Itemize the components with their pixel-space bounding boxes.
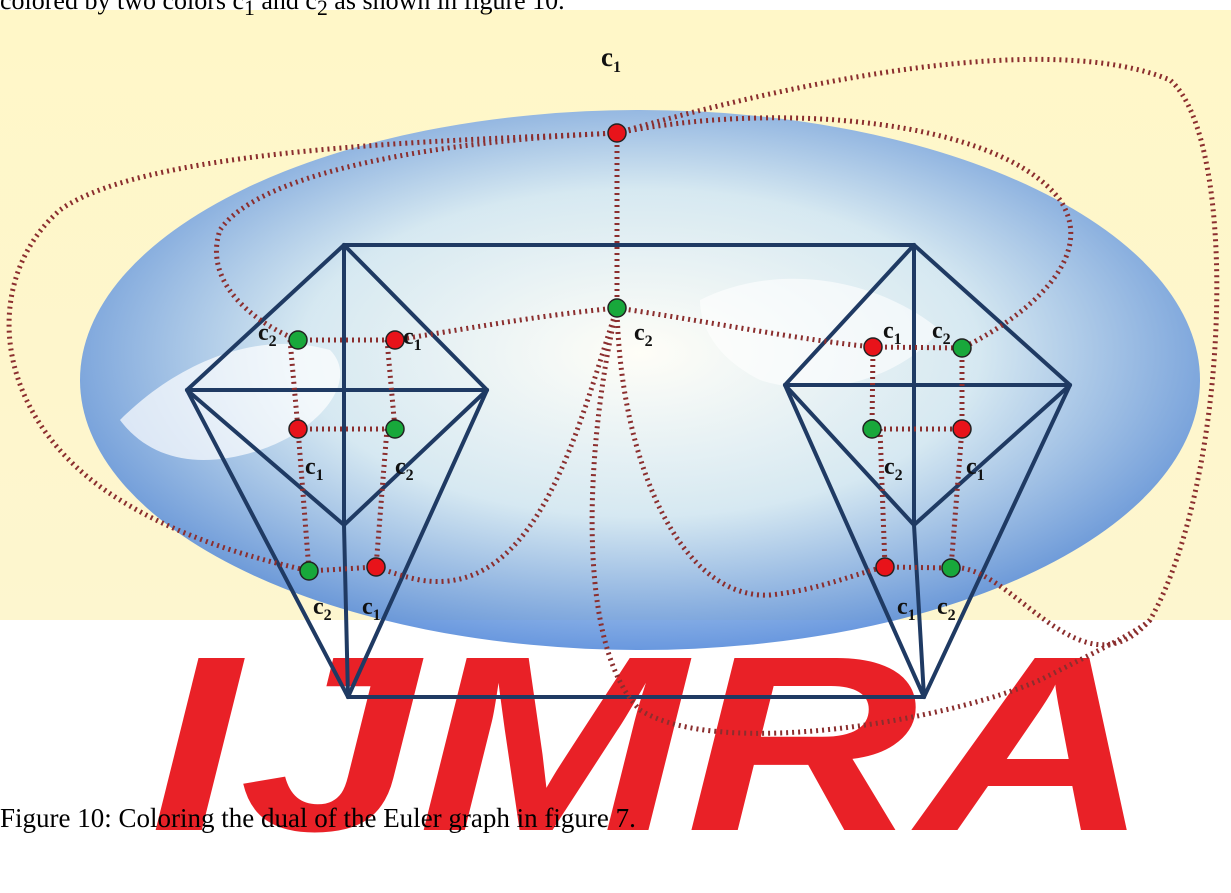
vertex-c1 <box>863 337 883 357</box>
vertex-c1 <box>385 330 405 350</box>
intro-text-middle: and c <box>254 0 317 15</box>
vertex-c2 <box>288 330 308 350</box>
intro-text-before: colored by two colors c <box>0 0 245 15</box>
vertex-c1 <box>366 557 386 577</box>
dual-vertices <box>288 123 972 581</box>
graph-edge <box>783 383 916 527</box>
dual-edge-inner-loop <box>616 115 1074 351</box>
intro-text-after: as shown in figure 10. <box>327 0 565 15</box>
dual-graph <box>6 56 1220 736</box>
dual-edge <box>877 428 888 568</box>
label-c2-center: c2 <box>634 320 653 350</box>
graph-edge <box>922 383 1072 699</box>
vertex-c2 <box>385 419 405 439</box>
vertex-c2 <box>299 561 319 581</box>
label-c2-left-top: c2 <box>258 320 277 350</box>
graph-edge <box>185 388 350 699</box>
graph-edge <box>912 243 1072 387</box>
ijmra-watermark: IJMRA <box>0 10 1231 883</box>
graph-edge <box>342 243 489 392</box>
intro-subscript-1: 1 <box>244 0 255 21</box>
vertex-c2 <box>607 298 627 318</box>
graph-edge <box>346 388 489 699</box>
graph-edge <box>783 243 916 387</box>
dual-edge-bottom-arc <box>589 307 1152 736</box>
graph-edge <box>185 243 346 392</box>
vertex-c1 <box>607 123 627 143</box>
intro-subscript-2: 2 <box>316 0 328 21</box>
label-c1-left-top: c1 <box>403 324 422 354</box>
dual-edge <box>616 305 874 350</box>
graph-edge <box>912 523 926 699</box>
vertex-c1 <box>288 419 308 439</box>
dual-edge-inner-loop <box>214 130 618 343</box>
vertex-c1 <box>875 557 895 577</box>
vertex-c2 <box>862 419 882 439</box>
dual-edge-outer-loop <box>6 130 618 574</box>
label-c1-right-bottom: c1 <box>897 594 916 624</box>
graph-edge <box>342 523 350 699</box>
label-c1-right-top: c1 <box>883 318 902 348</box>
label-c2-right-top: c2 <box>932 318 951 348</box>
vertex-c2 <box>952 338 972 358</box>
figure-caption: Figure 10: Coloring the dual of the Eule… <box>0 803 636 833</box>
watermark-letters: IJMRA <box>150 604 1150 883</box>
label-c1-top: c1 <box>601 42 621 76</box>
label-c1-left-mid: c1 <box>305 454 324 484</box>
graph-edge <box>185 388 346 527</box>
dual-edge <box>869 346 876 430</box>
intro-sentence-fragment: colored by two colors c1 and c2 as shown… <box>0 0 565 21</box>
label-c1-left-bottom: c1 <box>362 594 381 624</box>
label-c2-left-bottom: c2 <box>313 594 332 624</box>
color-labels: c1 c2 c2 c1 c1 c2 c2 c1 c1 c2 c2 c1 c1 c… <box>258 42 985 624</box>
watermark-continent-1 <box>120 343 341 460</box>
dual-edge <box>884 564 952 571</box>
vertex-c2 <box>941 558 961 578</box>
euler-graph <box>185 243 1072 699</box>
graph-edge <box>912 383 1072 527</box>
graph-edge <box>342 388 489 527</box>
watermark-continent-2 <box>700 278 940 388</box>
graph-edge <box>783 383 926 699</box>
vertex-c1 <box>952 419 972 439</box>
dual-edge <box>308 564 377 574</box>
label-c2-left-mid: c2 <box>395 454 414 484</box>
dual-edge <box>373 428 390 568</box>
dual-edge <box>394 305 618 343</box>
label-c1-right-mid: c1 <box>966 454 985 484</box>
label-c2-right-mid: c2 <box>884 454 903 484</box>
label-c2-right-bottom: c2 <box>937 594 956 624</box>
